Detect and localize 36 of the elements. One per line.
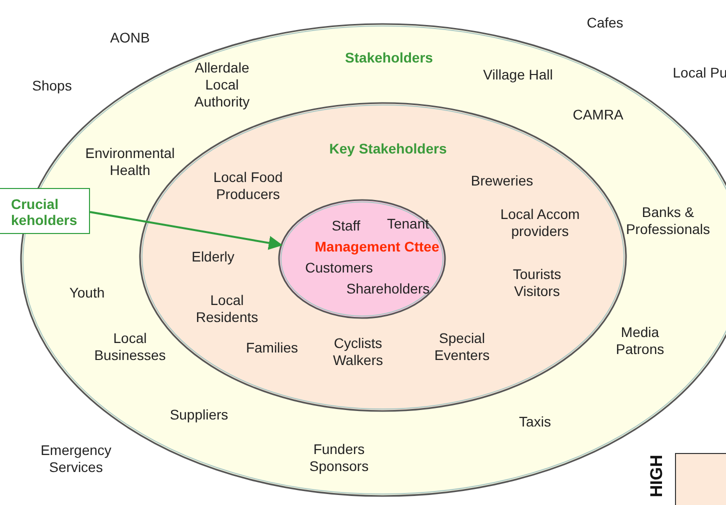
stakeholder-label: AONB xyxy=(110,30,150,46)
stakeholder-label: Emergency Services xyxy=(40,442,112,476)
stakeholder-label: Tenant xyxy=(386,216,430,232)
callout-text: Crucial keholders xyxy=(11,196,78,228)
stakeholder-label: Local Food Producers xyxy=(212,169,284,203)
callout-box xyxy=(0,188,90,234)
stakeholder-label: Banks & Professionals xyxy=(624,204,712,238)
stakeholder-label: CAMRA xyxy=(572,106,624,124)
stakeholder-label: Special Eventers xyxy=(433,330,491,364)
stakeholder-label: Youth xyxy=(69,284,105,302)
stakeholder-label: Tourists Visitors xyxy=(512,266,562,300)
stakeholder-label: Staff xyxy=(332,218,360,234)
arrow xyxy=(90,211,283,250)
stakeholder-label: Cyclists Walkers xyxy=(332,335,384,369)
stakeholder-label: Families xyxy=(246,340,298,356)
group-heading: Management Cttee xyxy=(314,238,440,256)
stakeholder-label: Local Residents xyxy=(194,292,260,326)
stakeholder-label: Elderly xyxy=(192,248,234,266)
stakeholder-label: Local Pu xyxy=(672,64,726,82)
stakeholder-label: Local Businesses xyxy=(93,330,167,364)
stakeholder-label: Media Patrons xyxy=(614,324,666,358)
legend-label: HIGH xyxy=(647,454,667,498)
stakeholder-label: Environmental Health xyxy=(84,145,176,179)
stakeholder-label: Cafes xyxy=(586,14,624,32)
stakeholder-label: Customers xyxy=(305,260,373,276)
stakeholder-label: Allerdale Local Authority xyxy=(193,60,251,110)
stakeholder-label: Suppliers xyxy=(170,406,228,424)
stakeholder-label: Taxis xyxy=(519,414,551,430)
stakeholder-label: Shareholders xyxy=(346,280,430,298)
group-heading: Stakeholders xyxy=(345,50,433,66)
stakeholder-label: Breweries xyxy=(470,172,534,190)
stakeholder-label: Local Accom providers xyxy=(499,206,581,240)
stakeholder-label: Funders Sponsors xyxy=(308,441,370,475)
group-heading: Key Stakeholders xyxy=(329,140,447,158)
stakeholder-label: Shops xyxy=(32,78,72,94)
stakeholder-label: Village Hall xyxy=(483,66,553,84)
